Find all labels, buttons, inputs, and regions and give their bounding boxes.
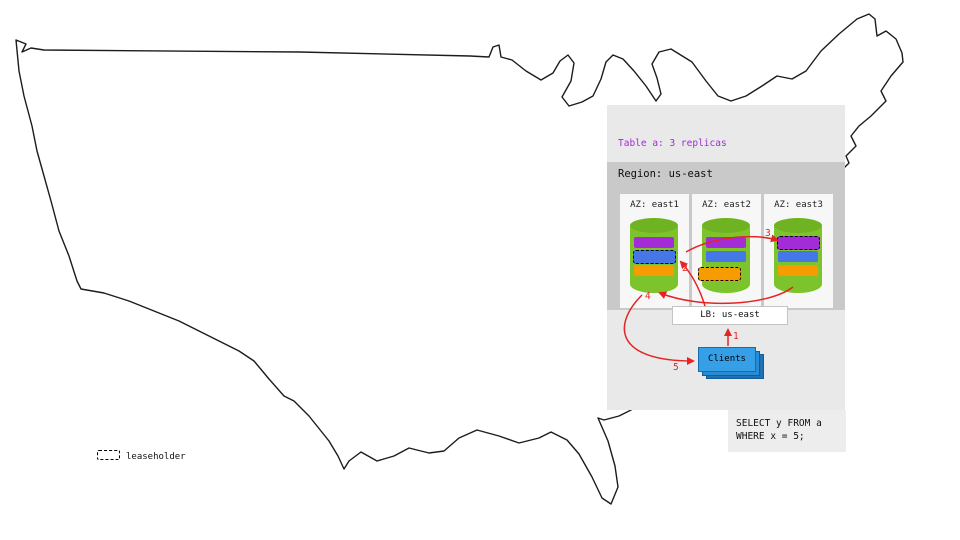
leaseholder-swatch-icon [97,450,120,460]
replica-index-a [706,251,746,262]
leaseholder-key-label: leaseholder [126,452,186,462]
replica-table-b [634,265,674,276]
db-node-east2 [698,218,750,293]
step-4-label: 4 [645,291,651,302]
clients-stack: Clients [698,347,770,385]
sql-line-2: WHERE x = 5; [736,431,805,442]
cylinder-top-icon [630,218,678,233]
az-east3: AZ: east3 [764,194,833,308]
replica-table-a-leaseholder [776,235,820,250]
replica-index-a [778,251,818,262]
replica-table-a [706,237,746,248]
replica-table-b-leaseholder [698,267,741,281]
step-2-label: 2 [682,263,688,274]
az-east2: AZ: east2 [692,194,761,308]
step-1-label: 1 [733,331,739,342]
db-node-east3 [774,218,822,293]
leaseholder-key: leaseholder [97,450,186,462]
sql-query-box: SELECT y FROM a WHERE x = 5; [728,410,846,452]
db-node-east1 [630,218,678,293]
clients-label: Clients [698,347,756,372]
az-east2-label: AZ: east2 [702,200,751,210]
replica-table-a [634,237,674,248]
sql-line-1: SELECT y FROM a [736,418,822,429]
az-east1-label: AZ: east1 [630,200,679,210]
step-3-label: 3 [765,228,771,239]
cylinder-top-icon [774,218,822,233]
legend-table-a: Table a: 3 replicas [618,138,727,149]
replica-index-a-leaseholder [632,249,676,264]
step-5-label: 5 [673,362,679,373]
region-box: Region: us-east AZ: east1 AZ: east2 AZ: … [607,162,845,310]
az-east3-label: AZ: east3 [774,200,823,210]
replica-table-b [778,265,818,276]
region-title: Region: us-east [618,168,713,180]
cylinder-top-icon [702,218,750,233]
load-balancer: LB: us-east [672,306,788,325]
az-east1: AZ: east1 [620,194,689,308]
